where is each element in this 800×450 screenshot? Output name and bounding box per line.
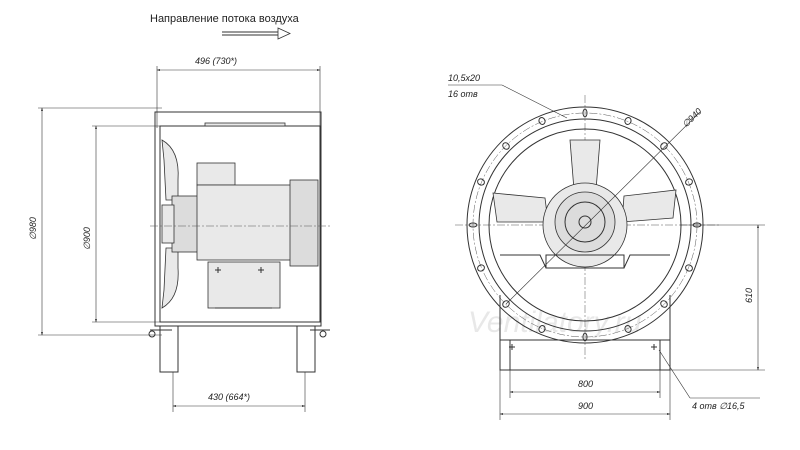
foot-holes-label: 4 отв ∅16,5 <box>692 401 746 411</box>
side-dim-width-top: 496 (730*) <box>195 56 237 66</box>
front-dim-diameter: ∅940 <box>680 106 703 129</box>
flow-direction-arrow <box>222 27 291 40</box>
hole-label-count: 16 отв <box>448 89 478 99</box>
front-dim-900: 900 <box>578 401 593 411</box>
watermark-text: Ventilatory.ru <box>468 306 642 339</box>
front-dim-800: 800 <box>578 379 593 389</box>
side-view: 496 (730*) ∅980 ∅900 <box>28 56 330 412</box>
hole-label-size: 10,5x20 <box>448 73 480 83</box>
side-dim-outer-diameter: ∅980 <box>28 217 38 240</box>
side-dim-inner-diameter: ∅900 <box>82 227 92 250</box>
front-dim-height: 610 <box>744 288 754 303</box>
front-view: 10,5x20 16 отв ∅940 610 800 900 4 отв ∅1… <box>448 73 765 420</box>
flow-direction-caption: Направление потока воздуха <box>150 13 300 25</box>
side-dim-width-bottom: 430 (664*) <box>208 392 250 402</box>
